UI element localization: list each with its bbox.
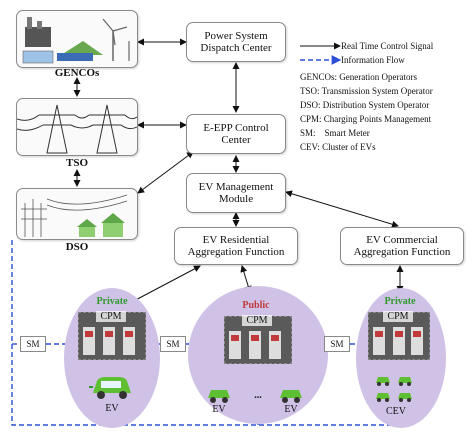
ev-label-public-right: EV — [284, 404, 298, 415]
e-epp-control-center: E-EPP Control Center — [186, 114, 286, 154]
ev-cluster-icon — [376, 377, 412, 402]
legend-dso: DSO: Distribution System Operator — [300, 100, 430, 110]
legend-realtime: Real Time Control Signal — [341, 41, 434, 51]
res-label-line2: Aggregation Function — [187, 246, 285, 258]
gencos-image — [16, 10, 138, 68]
cev-label: CEV — [386, 406, 406, 417]
legend-cev: CEV: Cluster of EVs — [300, 142, 376, 152]
ev-label-private: EV — [105, 403, 119, 414]
legend-tso: TSO: Transmission System Operator — [300, 86, 433, 96]
res-label-line1: EV Residential — [202, 234, 270, 246]
smart-meter-right: SM — [324, 336, 350, 352]
gencos-label: GENCOs — [54, 67, 100, 79]
charging-station-icon — [373, 327, 423, 355]
tso-label: TSO — [65, 157, 88, 169]
legend-gencos: GENCOs: Generation Operators — [300, 72, 417, 82]
evmm-label-line2: Module — [218, 193, 254, 205]
legend-info: Information Flow — [341, 55, 405, 65]
charging-station-icon — [83, 327, 135, 355]
tso-image — [16, 98, 138, 156]
evmm-label-line1: EV Management — [198, 181, 274, 193]
link-dso-eepp — [137, 151, 194, 194]
info-dso-bus — [11, 240, 400, 426]
com-label-line2: Aggregation Function — [353, 246, 451, 258]
ev-residential-aggregation-function: EV Residential Aggregation Function — [174, 227, 298, 265]
power-plant-icon — [22, 17, 130, 64]
eepp-label-line2: Center — [221, 134, 251, 146]
link-res-private — [127, 265, 201, 305]
charging-station-icon — [229, 331, 281, 359]
private-right-label: Private — [384, 296, 416, 307]
link-evmm-com — [285, 190, 399, 228]
ellipsis-label: ... — [254, 390, 262, 401]
legend-cpm: CPM: Charging Points Management — [300, 114, 432, 124]
ev-car-icon-private — [89, 377, 131, 399]
smart-meter-public: SM — [160, 336, 186, 352]
psdc-label-line2: Dispatch Center — [200, 42, 272, 54]
transmission-tower-icon — [16, 104, 138, 154]
ev-commercial-aggregation-function: EV Commercial Aggregation Function — [340, 227, 464, 265]
legend-sm: SM: Smart Meter — [300, 128, 370, 138]
dso-label: DSO — [65, 241, 89, 253]
cpm-label-right: CPM — [383, 311, 413, 322]
ev-car-icon-public-right — [280, 390, 302, 403]
psdc-label-line1: Power System — [204, 30, 268, 42]
ev-car-icon-public-left — [208, 390, 230, 403]
smart-meter-left: SM — [20, 336, 46, 352]
substation-icon — [21, 194, 128, 237]
cpm-label-public: CPM — [242, 315, 272, 326]
power-system-dispatch-center: Power System Dispatch Center — [186, 22, 286, 62]
ev-management-module: EV Management Module — [186, 173, 286, 213]
cpm-private-left — [78, 312, 146, 360]
com-label-line1: EV Commercial — [366, 234, 438, 246]
private-left-label: Private — [96, 296, 128, 307]
dso-image — [16, 188, 138, 240]
cpm-label-left: CPM — [96, 311, 126, 322]
ev-label-public-left: EV — [212, 404, 226, 415]
public-label: Public — [242, 300, 270, 311]
eepp-label-line1: E-EPP Control — [203, 122, 269, 134]
